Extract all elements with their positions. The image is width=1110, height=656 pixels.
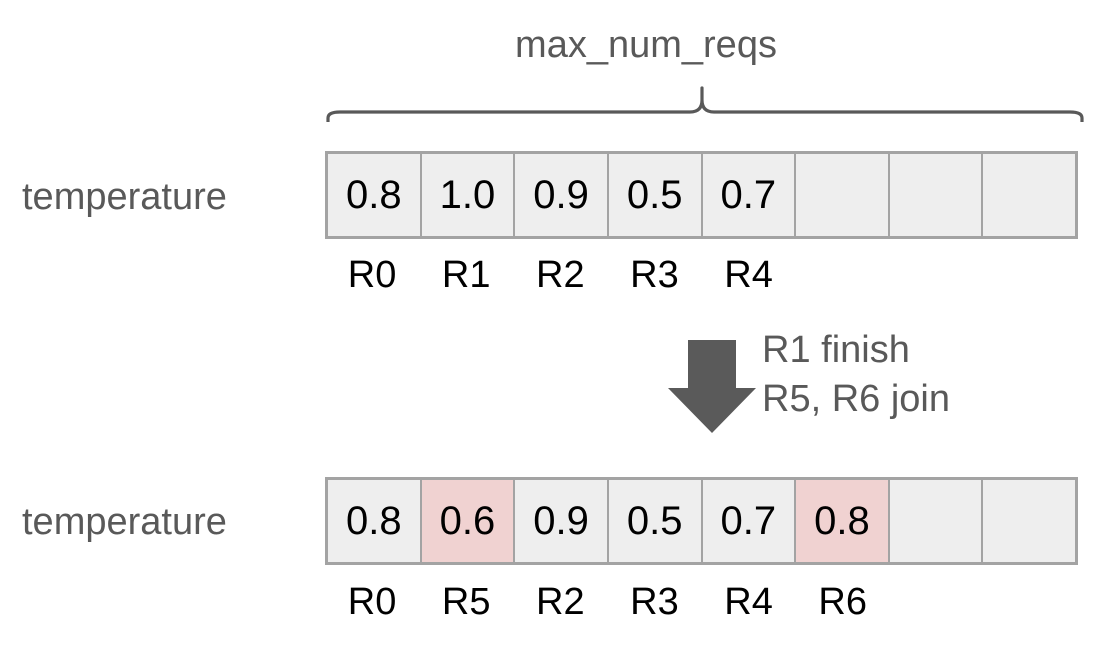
request-id-label xyxy=(890,579,984,625)
table-cell xyxy=(983,480,1075,562)
table-cell-highlighted: 0.6 xyxy=(421,480,516,562)
request-id-label: R0 xyxy=(347,581,397,623)
request-id-label: R2 xyxy=(536,254,585,296)
transition-note-line-2: R5, R6 join xyxy=(762,377,950,420)
request-id-label: R4 xyxy=(724,254,773,296)
table-cell-highlighted: 0.8 xyxy=(796,480,890,562)
table-cell: 0.7 xyxy=(702,480,797,562)
max-num-reqs-title: max_num_reqs xyxy=(0,24,1110,67)
request-id-label xyxy=(984,579,1078,625)
transition-note: R1 finish R5, R6 join xyxy=(762,326,950,423)
request-id-row-bottom: R0 R5 R2 R3 R4 R6 xyxy=(325,579,1078,625)
request-id-label: R0 xyxy=(347,254,397,296)
table-cell xyxy=(889,154,984,236)
request-id-label: R2 xyxy=(536,581,585,623)
table-cell: 0.5 xyxy=(608,480,703,562)
temperature-label-bottom: temperature xyxy=(22,501,227,543)
table-cell: 0.7 xyxy=(702,154,797,236)
table-cell: 0.8 xyxy=(328,480,422,562)
request-id-row-top: R0 R1 R2 R3 R4 xyxy=(325,252,1078,298)
request-id-label xyxy=(984,252,1078,298)
request-id-label: R5 xyxy=(441,581,491,623)
table-cell: 0.9 xyxy=(515,480,609,562)
request-id-label: R3 xyxy=(630,581,679,623)
down-arrow-icon xyxy=(668,340,756,433)
capacity-brace-icon xyxy=(326,86,1084,122)
transition-note-line-1: R1 finish xyxy=(762,329,910,371)
max-num-reqs-title-text: max_num_reqs xyxy=(515,24,777,66)
request-id-label xyxy=(890,252,984,298)
temperature-array-bottom: 0.8 0.6 0.9 0.5 0.7 0.8 xyxy=(325,477,1078,565)
table-cell: 0.9 xyxy=(515,154,609,236)
request-id-label xyxy=(796,252,890,298)
table-cell: 1.0 xyxy=(421,154,516,236)
request-id-label: R1 xyxy=(441,254,491,296)
temperature-array-top: 0.8 1.0 0.9 0.5 0.7 xyxy=(325,151,1078,239)
temperature-label-top: temperature xyxy=(22,176,227,218)
table-cell: 0.5 xyxy=(608,154,703,236)
request-id-label: R6 xyxy=(818,581,867,623)
table-cell: 0.8 xyxy=(328,154,422,236)
table-cell xyxy=(889,480,984,562)
request-id-label: R4 xyxy=(724,581,773,623)
request-id-label: R3 xyxy=(630,254,679,296)
table-cell xyxy=(983,154,1075,236)
table-cell xyxy=(796,154,890,236)
